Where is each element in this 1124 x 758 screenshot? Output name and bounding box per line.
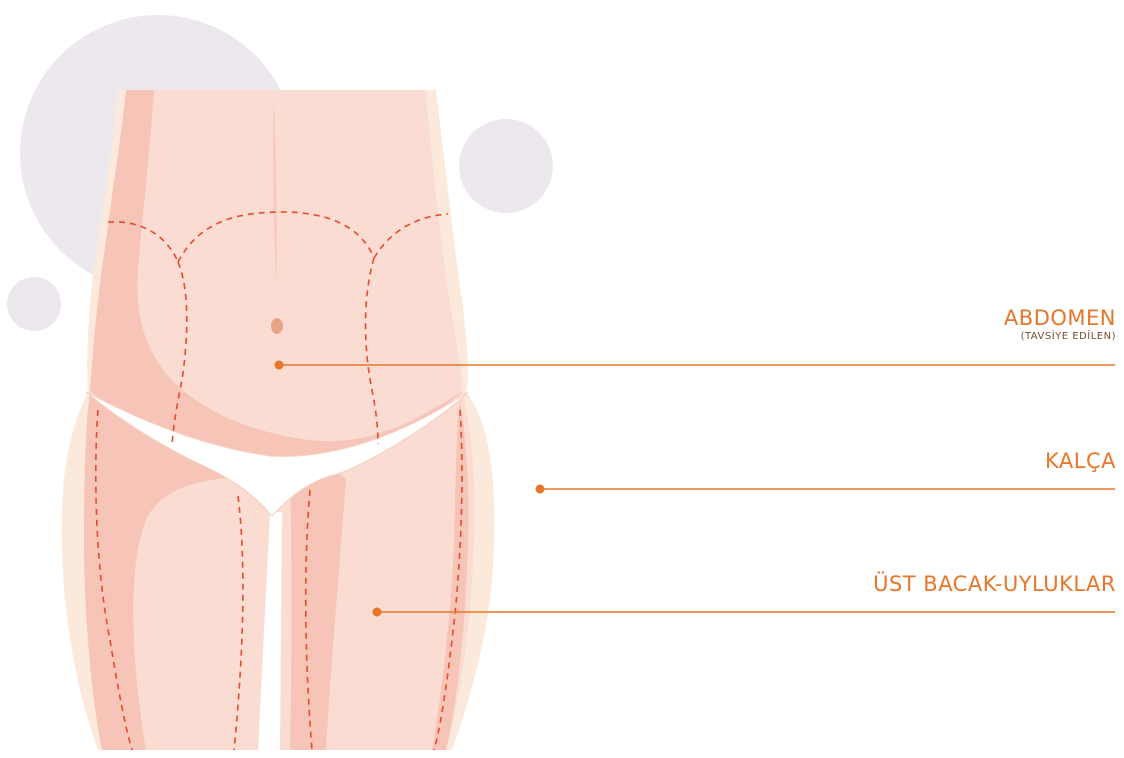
label-ust-bacak: ÜST BACAK-UYLUKLAR [873, 572, 1116, 596]
bubble-small [7, 277, 61, 331]
label-kalca-title: KALÇA [1045, 449, 1116, 473]
label-abdomen-title: ABDOMEN [1004, 306, 1116, 330]
abdomen-callout-dot [275, 361, 284, 370]
label-abdomen: ABDOMEN (TAVSİYE EDİLEN) [1004, 306, 1116, 343]
kalca-callout-dot [536, 485, 545, 494]
navel [271, 318, 283, 334]
bubble-medium [459, 119, 553, 213]
label-ust-bacak-title: ÜST BACAK-UYLUKLAR [873, 572, 1116, 596]
label-kalca: KALÇA [1045, 449, 1116, 473]
label-abdomen-subtitle: (TAVSİYE EDİLEN) [1004, 331, 1116, 343]
ust-bacak-callout-dot [373, 608, 382, 617]
